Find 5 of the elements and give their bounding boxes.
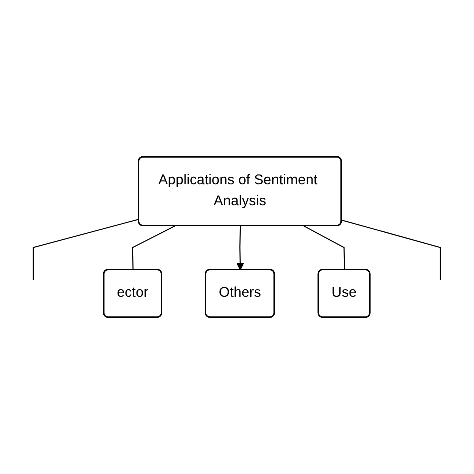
connector (342, 220, 442, 280)
connector (32, 218, 140, 280)
arrow (236, 226, 244, 270)
connector (132, 226, 176, 270)
connector (304, 226, 346, 270)
